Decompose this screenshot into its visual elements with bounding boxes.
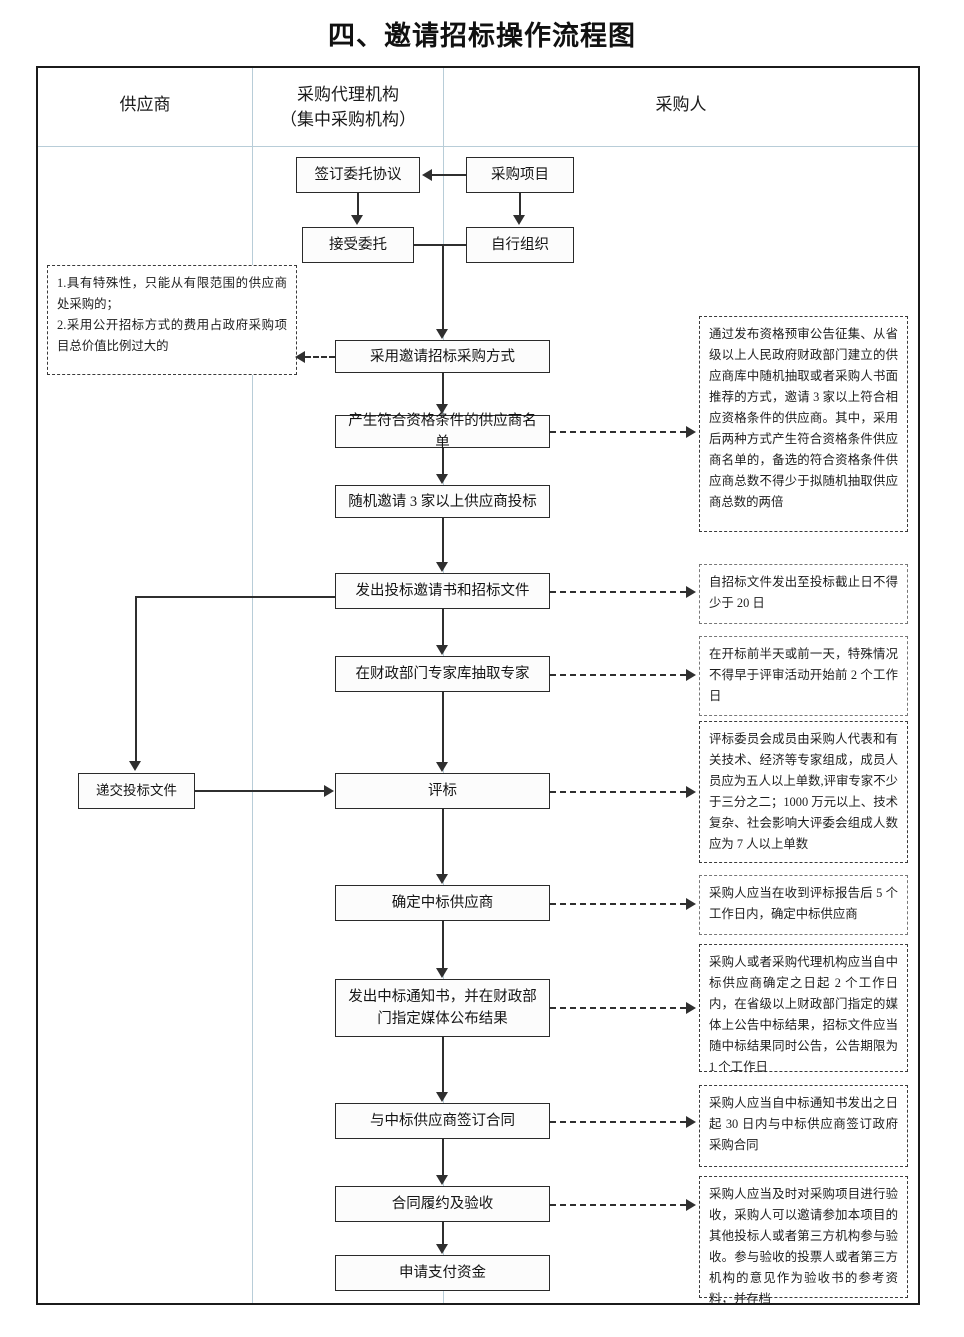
connector-merge-vertical: [442, 244, 444, 330]
note-conditions: 1.具有特殊性，只能从有限范围的供应商处采购的； 2.采用公开招标方式的费用占政…: [47, 265, 297, 375]
connector-invited-to-conditions: [305, 356, 335, 358]
node-accept-entrust[interactable]: 接受委托: [302, 227, 414, 263]
note-bid-deadline: 自招标文件发出至投标截止日不得少于 20 日: [699, 564, 908, 624]
arrowhead-notice-to-contract: [436, 1092, 448, 1102]
lane-label-agency-sub: （集中采购机构）: [280, 110, 416, 129]
connector-experts-to-note: [550, 674, 686, 676]
connector-evaluation-to-determine: [442, 809, 444, 875]
connector-performance-to-note: [550, 1204, 686, 1206]
connector-performance-to-payment: [442, 1222, 444, 1245]
arrowhead-project-to-sign: [422, 169, 432, 181]
connector-notice-to-note: [550, 1007, 686, 1009]
connector-invited-to-list: [442, 373, 444, 405]
note-supplier-list: 通过发布资格预审公告征集、从省级以上人民政府财政部门建立的供应商库中随机抽取或者…: [699, 316, 908, 532]
node-submit-bid-docs[interactable]: 递交投标文件: [78, 773, 195, 809]
arrowhead-performance-to-payment: [436, 1244, 448, 1254]
connector-experts-to-evaluation: [442, 692, 444, 763]
arrowhead-determine-to-notice: [436, 968, 448, 978]
node-self-organize[interactable]: 自行组织: [466, 227, 574, 263]
arrowhead-list-to-invite3: [436, 474, 448, 484]
lane-divider-1: [252, 68, 253, 1303]
arrowhead-invited-to-list: [436, 404, 448, 414]
arrowhead-experts-to-evaluation: [436, 762, 448, 772]
connector-evaluation-to-note: [550, 791, 686, 793]
node-invite-three-suppliers[interactable]: 随机邀请 3 家以上供应商投标: [335, 485, 550, 518]
arrowhead-notice-to-note: [686, 1002, 696, 1014]
lane-label-agency: 采购代理机构: [297, 85, 399, 104]
connector-invite3-to-issue: [442, 518, 444, 563]
note-determine-winner-time: 采购人应当在收到评标报告后 5 个工作日内，确定中标供应商: [699, 875, 908, 935]
lane-label-purchaser: 采购人: [655, 95, 707, 114]
node-determine-winner[interactable]: 确定中标供应商: [335, 885, 550, 921]
connector-project-to-sign: [432, 174, 466, 176]
node-generate-supplier-list[interactable]: 产生符合资格条件的供应商名单: [335, 413, 550, 451]
node-draw-experts[interactable]: 在财政部门专家库抽取专家: [335, 656, 550, 692]
node-purchase-project[interactable]: 采购项目: [466, 157, 574, 193]
node-issue-award-notice[interactable]: 发出中标通知书，并在财政部门指定媒体公布结果: [335, 979, 550, 1037]
note-expert-draw-time: 在开标前半天或前一天，特殊情况不得早于评审活动开始前 2 个工作日: [699, 636, 908, 716]
arrowhead-evaluation-to-determine: [436, 874, 448, 884]
lane-header-agency: 采购代理机构 （集中采购机构）: [253, 82, 443, 132]
lane-header-purchaser: 采购人: [444, 92, 918, 117]
note-evaluation-committee: 评标委员会成员由采购人代表和有关技术、经济等专家组成，成员人员应为五人以上单数,…: [699, 721, 908, 863]
connector-determine-to-notice: [442, 921, 444, 969]
page-title: 四、邀请招标操作流程图: [328, 21, 636, 51]
connector-sign-to-accept: [357, 193, 359, 215]
arrowhead-experts-to-note: [686, 669, 696, 681]
connector-contract-to-performance: [442, 1139, 444, 1176]
arrowhead-evaluation-to-note: [686, 786, 696, 798]
lane-header-supplier: 供应商: [38, 92, 252, 117]
connector-issue-to-submit-h: [135, 596, 335, 598]
connector-notice-to-contract: [442, 1037, 444, 1093]
connector-merge-horizontal: [414, 244, 466, 246]
arrowhead-invite3-to-issue: [436, 562, 448, 572]
connector-issue-to-note: [550, 591, 686, 593]
connector-submit-to-evaluation: [195, 790, 325, 792]
node-contract-performance[interactable]: 合同履约及验收: [335, 1186, 550, 1222]
arrowhead-contract-to-note: [686, 1116, 696, 1128]
node-sign-contract[interactable]: 与中标供应商签订合同: [335, 1103, 550, 1139]
connector-list-to-invite3: [442, 448, 444, 475]
arrowhead-list-to-note: [686, 426, 696, 438]
arrowhead-issue-to-submit: [129, 761, 141, 771]
node-use-invited-bidding[interactable]: 采用邀请招标采购方式: [335, 340, 550, 373]
node-bid-evaluation[interactable]: 评标: [335, 773, 550, 809]
arrowhead-issue-to-experts: [436, 645, 448, 655]
connector-contract-to-note: [550, 1121, 686, 1123]
connector-issue-to-submit-v: [135, 596, 137, 762]
arrowhead-invited-to-conditions: [295, 351, 305, 363]
lane-label-supplier: 供应商: [119, 95, 171, 114]
arrowhead-determine-to-note: [686, 898, 696, 910]
connector-issue-to-experts: [442, 609, 444, 646]
note-contract-time: 采购人应当自中标通知书发出之日起 30 日内与中标供应商签订政府采购合同: [699, 1085, 908, 1167]
connector-list-to-note: [550, 431, 686, 433]
note-announce-result: 采购人或者采购代理机构应当自中标供应商确定之日起 2 个工作日内，在省级以上财政…: [699, 944, 908, 1074]
arrowhead-performance-to-note: [686, 1199, 696, 1211]
node-sign-entrust[interactable]: 签订委托协议: [296, 157, 420, 193]
arrowhead-contract-to-performance: [436, 1175, 448, 1185]
note-acceptance: 采购人应当及时对采购项目进行验收，采购人可以邀请参加本项目的其他投标人或者第三方…: [699, 1176, 908, 1306]
node-issue-invitation-docs[interactable]: 发出投标邀请书和招标文件: [335, 573, 550, 609]
arrowhead-merge-to-invited: [436, 329, 448, 339]
connector-determine-to-note: [550, 903, 686, 905]
arrowhead-project-to-self: [513, 215, 525, 225]
arrowhead-sign-to-accept: [351, 215, 363, 225]
arrowhead-submit-to-evaluation: [324, 785, 334, 797]
node-apply-payment[interactable]: 申请支付资金: [335, 1255, 550, 1291]
arrowhead-issue-to-note: [686, 586, 696, 598]
connector-project-to-self: [519, 193, 521, 215]
lane-header-separator: [38, 146, 918, 147]
